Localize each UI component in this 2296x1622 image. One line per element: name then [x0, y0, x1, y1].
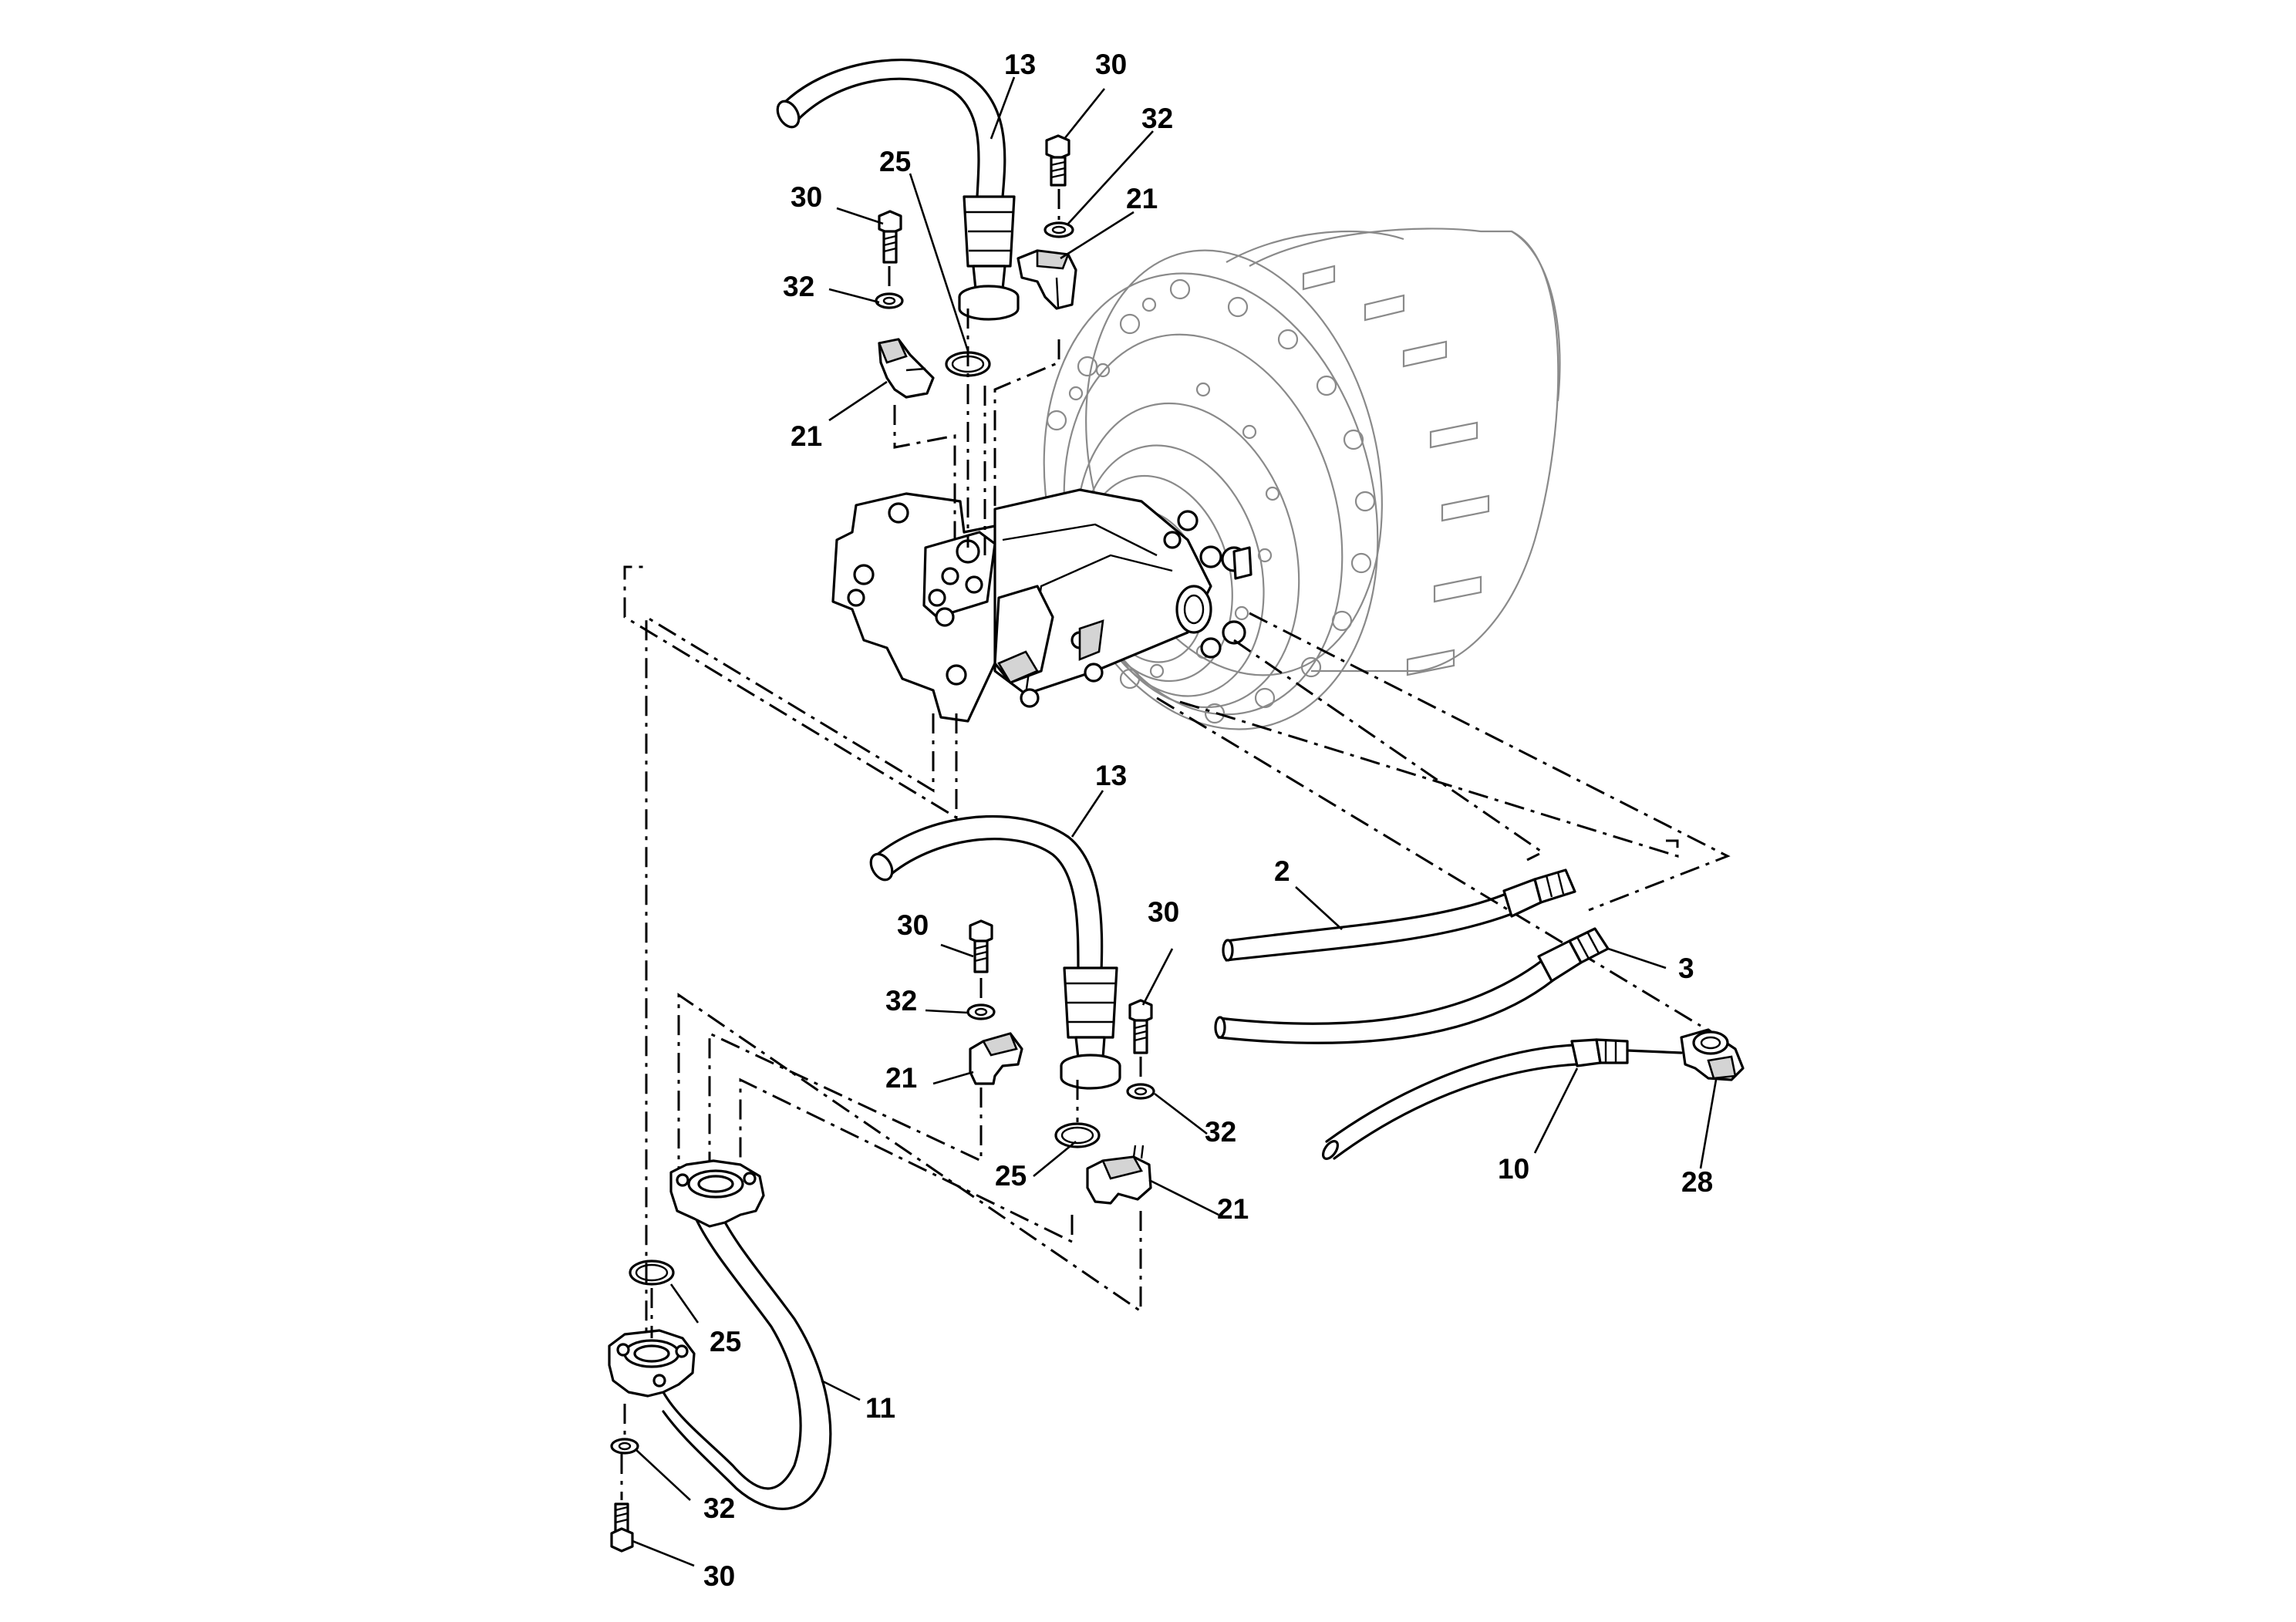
flange-half-21-lower-right: [1086, 1145, 1152, 1205]
callout-25-upper: 25: [879, 146, 911, 177]
assembly-lines-bottom: [620, 1288, 653, 1500]
bolt-30-upper-right: [1045, 134, 1070, 187]
callout-labels: 13 30 32 25 21 30 32 21 13 30 32 21 25 3…: [703, 49, 1713, 1592]
washer-32-lower-left: [966, 1003, 996, 1020]
callout-32-upper-left: 32: [783, 271, 814, 302]
callout-25-lower: 25: [995, 1160, 1027, 1192]
assembly-lines-lower: [677, 612, 1731, 1313]
hose-13-upper: [776, 59, 1020, 321]
o-ring-25-lower: [1054, 1122, 1101, 1148]
callout-32-lower-left: 32: [885, 985, 917, 1017]
callout-21-lower-right: 21: [1217, 1193, 1249, 1225]
callout-32-upper-right: 32: [1141, 103, 1173, 134]
flange-half-21-upper-right: [1017, 249, 1077, 310]
o-ring-25-left: [629, 1259, 675, 1286]
bolt-30-upper-left: [878, 210, 902, 264]
callout-32-bottom: 32: [703, 1492, 735, 1524]
hose-3: [1214, 927, 1610, 1044]
washer-32-bottom: [610, 1438, 639, 1455]
bolt-30-lower-left: [969, 919, 993, 973]
assembly-lines-upper: [623, 189, 1060, 1334]
washer-32-upper-left: [875, 292, 904, 309]
callout-21-upper-left: 21: [791, 420, 822, 452]
callout-2: 2: [1274, 855, 1290, 887]
washer-32-lower-right: [1126, 1083, 1155, 1100]
callout-25-left: 25: [710, 1326, 741, 1357]
hose-10: [1321, 1038, 1683, 1160]
tube-11: [608, 1159, 832, 1510]
flange-half-21-upper-left: [878, 338, 935, 399]
callout-30-lower-right: 30: [1148, 896, 1179, 928]
callout-11: 11: [865, 1392, 895, 1424]
callout-21-lower-left: 21: [885, 1062, 917, 1094]
callout-13-upper: 13: [1004, 49, 1036, 80]
leader-lines: [632, 76, 1718, 1567]
hose-2: [1222, 868, 1576, 962]
callout-30-upper-left: 30: [791, 181, 822, 213]
callout-30-bottom: 30: [703, 1560, 735, 1592]
hose-13-lower: [869, 814, 1121, 1090]
bolt-30-lower-right: [1128, 999, 1153, 1054]
fitting-28: [1680, 1028, 1745, 1081]
callout-10: 10: [1498, 1153, 1529, 1185]
flange-half-21-lower-left: [969, 1032, 1023, 1085]
callout-32-lower-right: 32: [1205, 1116, 1236, 1148]
callout-28: 28: [1681, 1166, 1713, 1198]
callout-30-lower-left: 30: [897, 909, 929, 941]
hydraulic-motor: [831, 488, 1253, 723]
callout-13-lower: 13: [1095, 760, 1127, 791]
washer-32-upper-right: [1043, 221, 1074, 238]
bolt-30-bottom: [610, 1502, 634, 1553]
callout-21-upper-right: 21: [1126, 183, 1158, 214]
callout-3: 3: [1678, 953, 1694, 984]
callout-30-upper-right: 30: [1095, 49, 1127, 80]
